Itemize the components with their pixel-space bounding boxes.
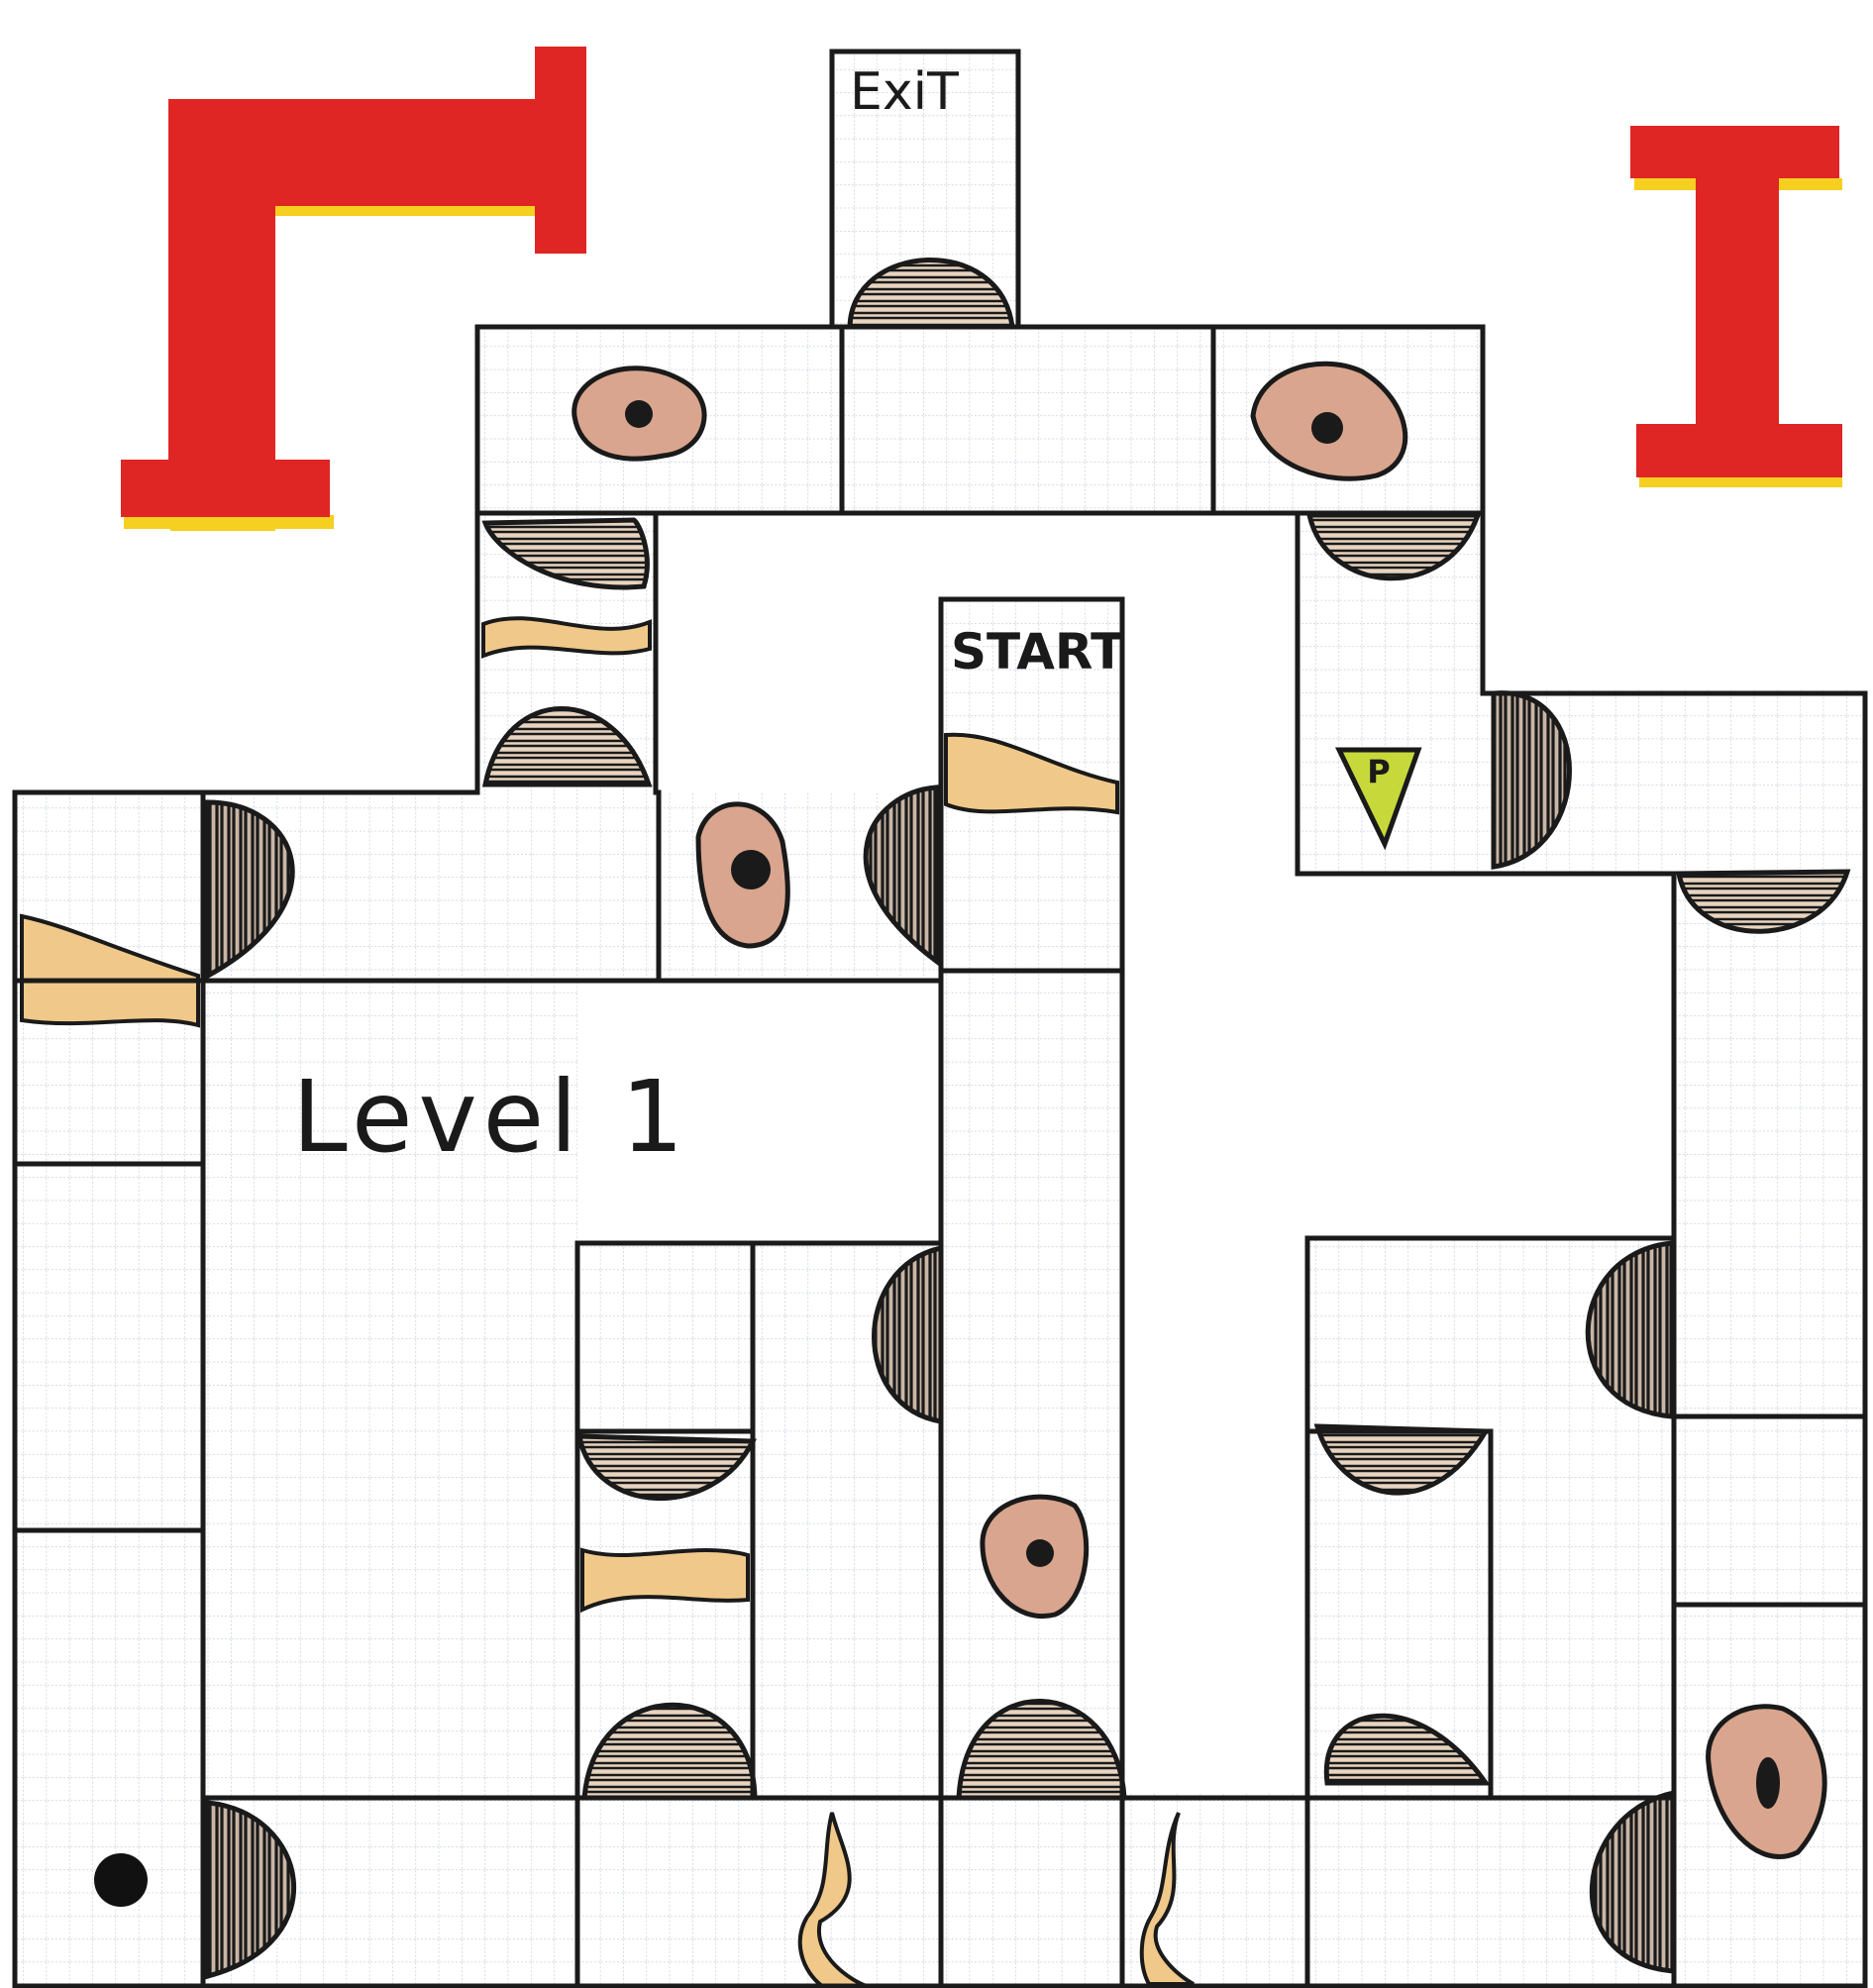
exit-label: ExiT [850,62,959,122]
player-dot-icon [94,1853,148,1907]
level-title: Level 1 [292,1059,689,1175]
powerup-label: P [1367,753,1390,790]
start-label: START [951,623,1124,680]
round-rock-icon [574,368,704,459]
